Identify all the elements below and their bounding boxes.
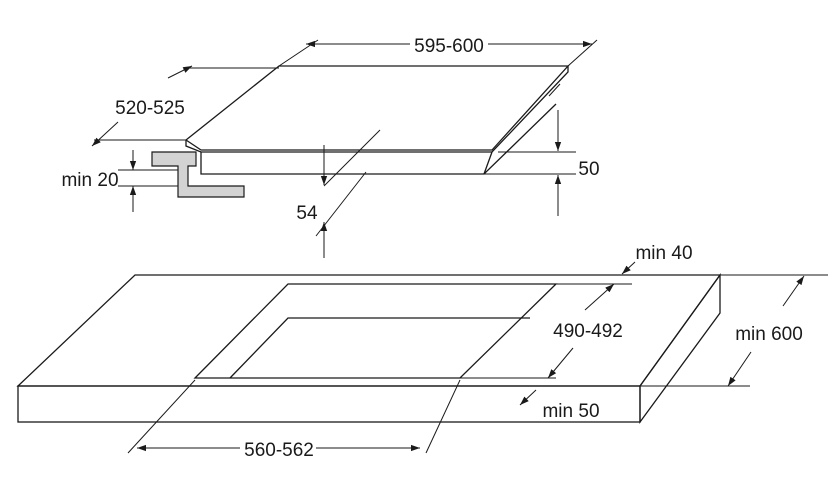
dimension-min-front-gap: min 50 [519,389,600,422]
hob-body [200,103,557,175]
dimension-hob-depth: 520-525 [91,65,279,147]
worktop-clamp-bracket [151,151,245,198]
worktop-side-face [639,272,721,424]
label-min-front-gap: min 50 [542,401,599,422]
hob-body-back-edge [548,83,561,97]
cutout-inner [229,317,530,379]
dimension-cutout-width: 560-562 [127,379,461,461]
hob-body-corner [483,151,493,175]
worktop-drawing [16,272,722,424]
label-min-back-gap: min 40 [635,243,692,264]
label-min-worktop-thickness: min 20 [61,170,118,191]
label-cutout-offset: 54 [296,203,318,224]
dimension-cutout-offset: 54 [296,129,381,258]
dimension-min-worktop-thickness: min 20 [61,150,178,212]
label-min-worktop-depth: min 600 [735,324,803,345]
label-hob-height: 50 [578,159,599,180]
label-cutout-depth: 490-492 [553,321,623,342]
dimension-hob-width: 595-600 [278,36,598,67]
dimension-hob-height: 50 [484,110,600,216]
hob-glass-edge [185,66,569,153]
dimension-min-back-gap: min 40 [621,243,693,275]
dimension-cutout-depth: 490-492 [460,283,632,379]
label-hob-depth: 520-525 [115,98,185,119]
label-cutout-width: 560-562 [244,440,314,461]
dimension-min-worktop-depth: min 600 [640,274,828,387]
hob-drawing [151,65,570,198]
hob-glass-top [184,65,570,151]
label-hob-width: 595-600 [414,36,484,57]
cutout-outer [193,283,558,379]
